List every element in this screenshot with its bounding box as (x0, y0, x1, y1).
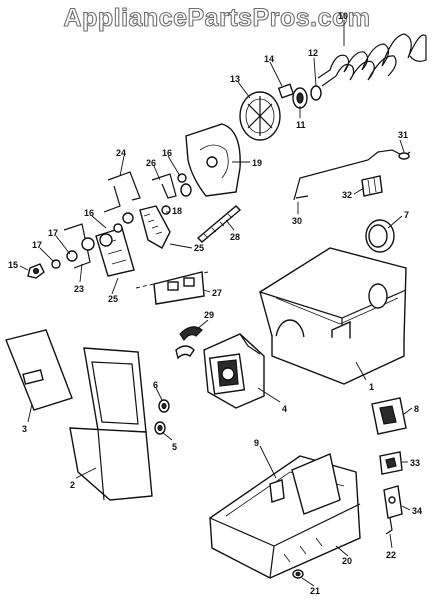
callout-4: 4 (282, 404, 287, 414)
door-panel-part (5, 329, 73, 411)
callout-labels: 1 2 3 4 5 6 7 8 9 10 11 12 13 14 15 16 1… (8, 11, 422, 596)
callout-32: 32 (342, 190, 352, 200)
small-hardware-left-group (27, 223, 95, 279)
callout-22: 22 (386, 550, 396, 560)
callout-16b: 16 (84, 208, 94, 218)
callout-21: 21 (310, 586, 320, 596)
callout-33: 33 (410, 458, 420, 468)
small-washers-group (277, 83, 322, 109)
base-tray-part (209, 453, 361, 579)
callout-13: 13 (230, 74, 240, 84)
callout-19: 19 (252, 158, 262, 168)
callout-20: 20 (342, 556, 352, 566)
callout-29: 29 (204, 310, 214, 320)
callout-7: 7 (404, 210, 409, 220)
callout-25b: 25 (108, 294, 118, 304)
housing-box-part (259, 247, 407, 385)
ejector-wheel-part (239, 91, 281, 141)
leader-lines (19, 20, 413, 587)
callout-3: 3 (22, 424, 27, 434)
callout-16a: 16 (162, 148, 172, 158)
heater-coil-part (317, 33, 427, 87)
callout-12: 12 (308, 48, 318, 58)
wire-arm-group (293, 149, 411, 201)
actuator-part (383, 485, 403, 535)
callout-1: 1 (369, 382, 374, 392)
callout-25a: 25 (194, 243, 204, 253)
ice-bucket-part (69, 347, 153, 501)
rod-part (196, 205, 242, 243)
callout-8: 8 (414, 404, 419, 414)
bearing-ring-part (365, 219, 395, 253)
callout-5: 5 (172, 442, 177, 452)
callout-2: 2 (70, 480, 75, 490)
callout-31: 31 (398, 130, 408, 140)
watermark-text: AppliancePartsPros.com (63, 3, 371, 32)
callout-26: 26 (146, 158, 156, 168)
callout-14: 14 (264, 54, 274, 64)
callout-30: 30 (292, 216, 302, 226)
bracket-part (135, 271, 209, 305)
callout-6: 6 (153, 380, 158, 390)
motor-part (203, 333, 265, 409)
callout-15: 15 (8, 260, 18, 270)
callout-17a: 17 (32, 240, 42, 250)
callout-34: 34 (412, 506, 422, 516)
switch-part (371, 397, 407, 435)
screw-part (292, 569, 304, 579)
callout-17b: 17 (48, 228, 58, 238)
callout-24: 24 (116, 148, 126, 158)
callout-11: 11 (296, 120, 306, 130)
small-block-part (379, 451, 403, 475)
callout-18: 18 (172, 206, 182, 216)
motor-housing-part (185, 123, 241, 197)
callout-9: 9 (254, 438, 259, 448)
callout-27: 27 (212, 288, 222, 298)
callout-23: 23 (74, 284, 84, 294)
clip-part (175, 326, 203, 360)
callout-10: 10 (338, 11, 348, 21)
gear-assembly-group (95, 205, 171, 277)
washer-pair-group (154, 399, 170, 435)
callout-28: 28 (230, 232, 240, 242)
